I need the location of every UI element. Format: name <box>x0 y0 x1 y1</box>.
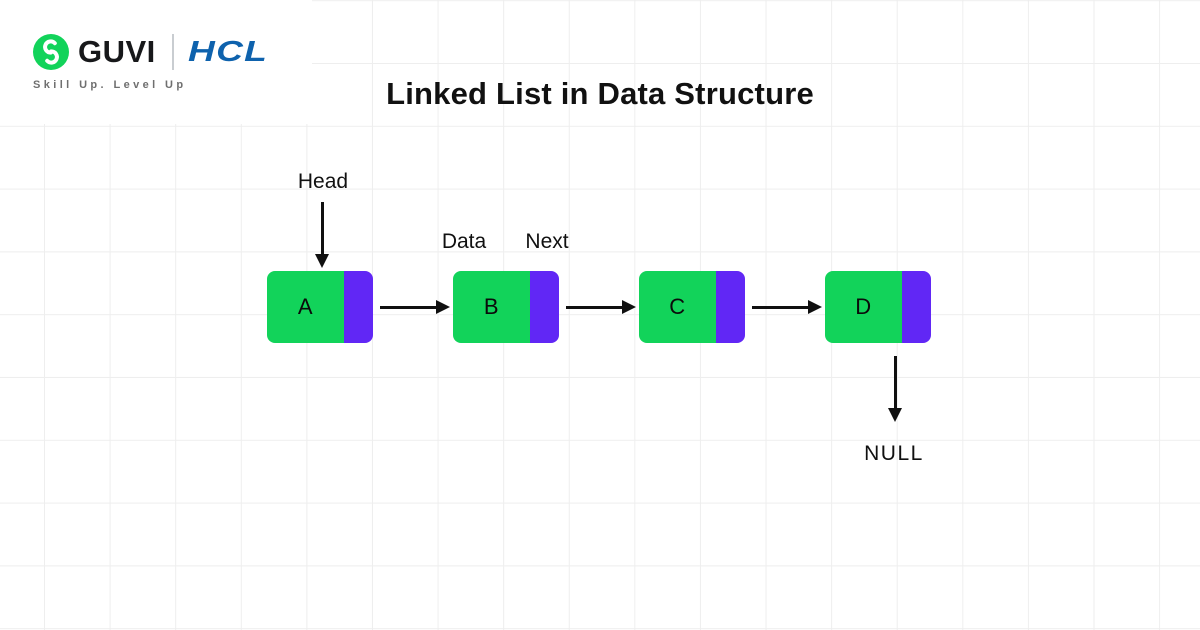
node-a-next-cell <box>344 271 373 343</box>
guvi-wordmark: GUVI <box>78 34 156 69</box>
null-label: NULL <box>864 442 924 465</box>
node-a-data-cell: A <box>267 271 344 343</box>
page-title: Linked List in Data Structure <box>386 76 814 111</box>
node-c-data-cell: C <box>639 271 716 343</box>
hcl-wordmark: HCL <box>188 35 269 68</box>
node-d-next-cell <box>902 271 931 343</box>
link-arrow-c-to-d <box>752 300 822 314</box>
node-d: D <box>825 271 931 343</box>
guvi-logo-icon <box>33 34 69 70</box>
node-d-data-cell: D <box>825 271 902 343</box>
null-pointer-arrow <box>888 356 902 422</box>
data-label: Data <box>441 230 487 253</box>
link-arrow-b-to-c <box>566 300 636 314</box>
node-c: C <box>639 271 745 343</box>
node-b: B <box>453 271 559 343</box>
logo-row: GUVI HCL <box>33 34 267 70</box>
link-arrow-a-to-b <box>380 300 450 314</box>
node-b-data-cell: B <box>453 271 530 343</box>
head-label: Head <box>297 170 349 193</box>
node-c-next-cell <box>716 271 745 343</box>
node-a: A <box>267 271 373 343</box>
node-b-next-cell <box>530 271 559 343</box>
brand-divider <box>171 34 175 70</box>
brand-tagline: Skill Up. Level Up <box>33 79 187 91</box>
head-pointer-arrow <box>315 202 329 268</box>
brand-header: GUVI HCL Skill Up. Level Up <box>33 34 267 91</box>
next-label: Next <box>525 230 569 253</box>
